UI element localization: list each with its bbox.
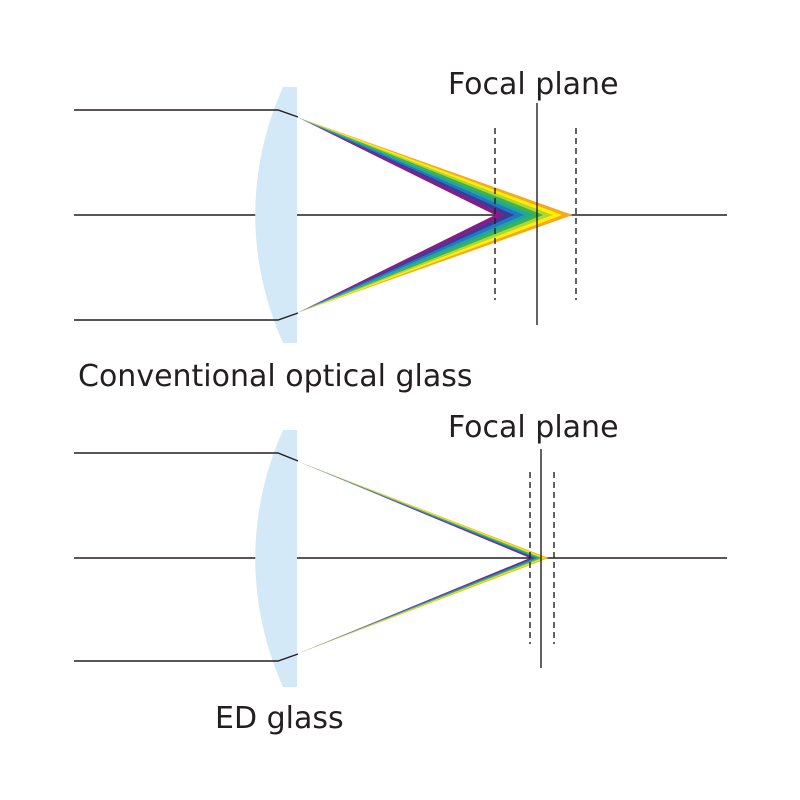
ed-glass-caption: ED glass <box>215 701 344 736</box>
dispersed-ray-fan-lower <box>297 558 549 654</box>
incoming-ray-lower <box>74 312 299 321</box>
lens <box>255 87 297 343</box>
ed-glass-panel <box>74 430 727 687</box>
spectrum-band <box>297 558 549 654</box>
conventional-glass-panel <box>74 87 727 343</box>
dispersed-ray-fan-upper <box>297 117 573 215</box>
lens <box>255 430 297 687</box>
dispersed-ray-fan-upper <box>297 461 549 558</box>
conventional-glass-caption: Conventional optical glass <box>78 359 473 394</box>
incoming-ray-lower <box>74 653 299 662</box>
focal-plane-label: Focal plane <box>448 410 619 445</box>
dispersed-ray-fan-lower <box>297 215 573 313</box>
focal-plane-label: Focal plane <box>448 67 619 102</box>
spectrum-band <box>297 461 549 558</box>
incoming-ray-upper <box>74 452 299 462</box>
spectrum-band <box>297 117 573 215</box>
spectrum-band <box>297 215 573 313</box>
incoming-ray-upper <box>74 109 299 118</box>
